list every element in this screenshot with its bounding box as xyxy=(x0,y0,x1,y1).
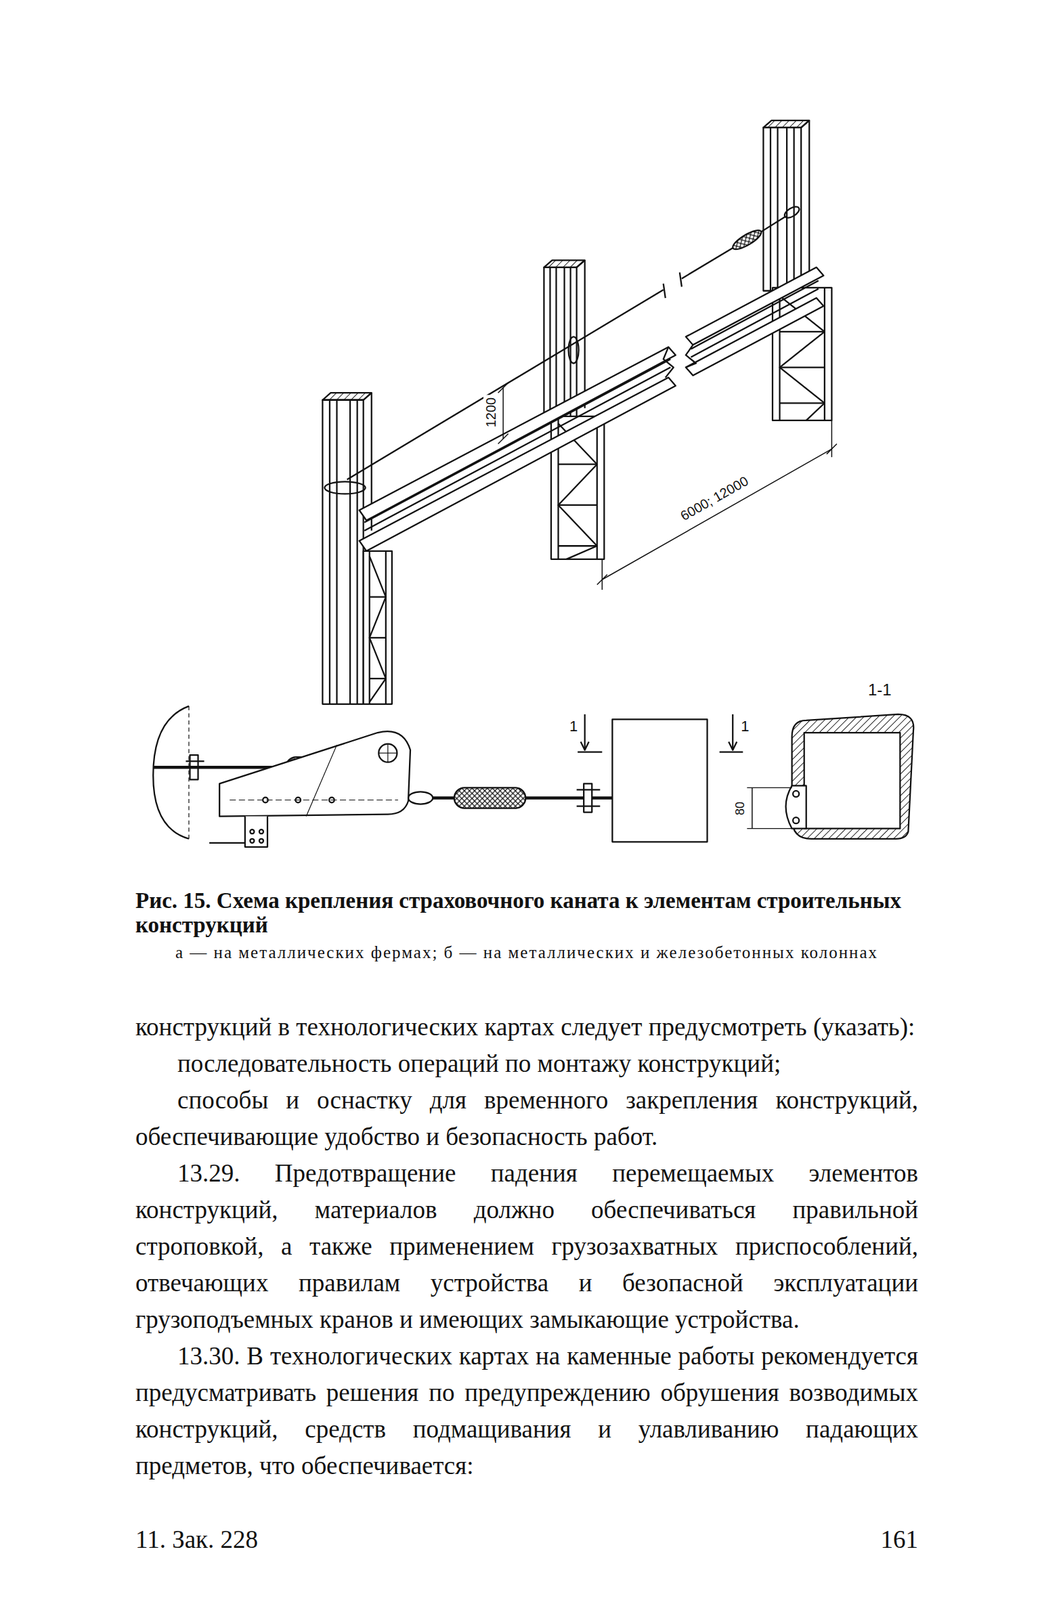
dimension-label: 6000; 12000 xyxy=(676,471,753,525)
dimension-label: 1200 xyxy=(483,395,499,430)
dimension-label: 1 xyxy=(738,718,751,735)
body-paragraph: конструкций в технологических картах сле… xyxy=(135,1008,919,1046)
body-text: конструкций в технологических картах сле… xyxy=(135,1008,919,1485)
body-paragraph: 13.29. Предотвращение падения перемещаем… xyxy=(135,1155,919,1338)
dimension-label: 80 xyxy=(733,799,748,818)
figure-subcaption: а — на металлических фермах; б — на мета… xyxy=(135,942,919,963)
dimension-label: 1-1 xyxy=(865,681,894,699)
body-paragraph: 13.30. В технологических картах на камен… xyxy=(135,1337,919,1485)
page-footer: 11. Зак. 228 xyxy=(135,1524,258,1554)
dimension-label: 1 xyxy=(567,718,580,735)
figure-caption: Рис. 15. Схема крепления страховочного к… xyxy=(135,888,919,938)
body-paragraph: способы и оснастку для временного закреп… xyxy=(135,1081,919,1156)
page-footer: 161 xyxy=(880,1524,919,1554)
body-paragraph: последовательность операций по монтажу к… xyxy=(135,1045,919,1082)
